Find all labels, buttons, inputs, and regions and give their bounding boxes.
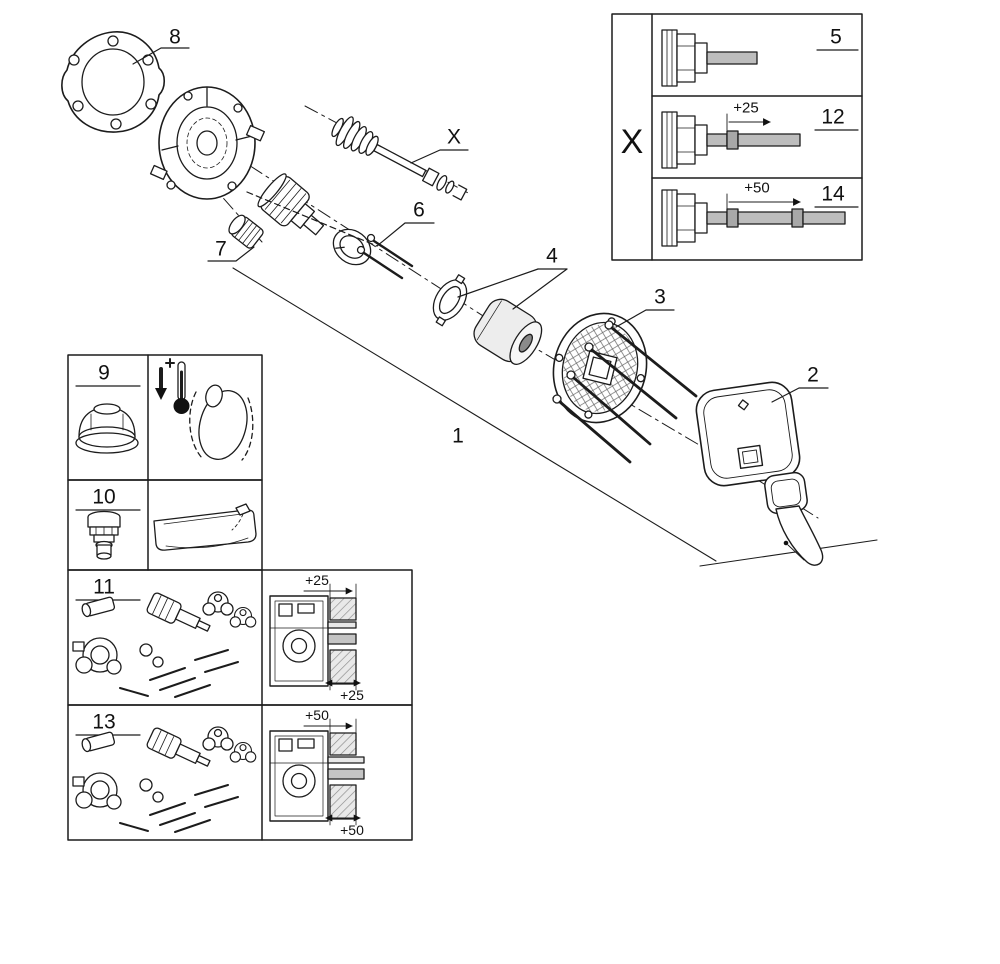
connector-drawing	[87, 510, 121, 560]
extension-shaft-drawing	[331, 116, 468, 201]
box10-number: 10	[92, 485, 116, 509]
temperature-icon	[155, 358, 190, 414]
variant-cartridge-14-drawing	[661, 189, 846, 247]
gasket-ring-drawing	[61, 31, 166, 133]
cartridge-drawing	[257, 173, 325, 236]
assembly-leader-line	[232, 267, 878, 567]
callout-lines	[132, 47, 829, 403]
callout-6: 6	[413, 198, 425, 222]
box13-offset-top: +50	[305, 707, 329, 723]
retaining-ring-drawing	[332, 228, 372, 266]
variant-row-14-offset: +50	[744, 179, 770, 197]
variant-row-12-offset: +25	[733, 99, 759, 117]
variant-cartridge-5-drawing	[661, 29, 758, 87]
box13-number: 13	[92, 710, 116, 734]
variant-box-frame	[611, 13, 863, 261]
variant-25-dimension	[726, 113, 771, 131]
plate-screws-drawing	[552, 320, 698, 464]
cartridge-screws-drawing	[356, 233, 414, 280]
handle-drawing	[764, 471, 824, 566]
cap-drawing	[75, 403, 139, 454]
knob-drawing	[228, 214, 264, 249]
spare-kit-drawing	[72, 591, 257, 698]
callout-8: 8	[169, 25, 181, 49]
box11-offset-bottom: +25	[340, 687, 364, 703]
box11-offset-top: +25	[305, 572, 329, 588]
box13-offset-bottom: +50	[340, 822, 364, 838]
callout-3: 3	[654, 285, 666, 309]
callout-x: X	[446, 125, 462, 149]
rough-in-50-drawing	[269, 718, 365, 826]
variant-number-underlines	[814, 49, 859, 208]
variant-box-title: X	[620, 123, 644, 161]
detail-box-frames	[67, 354, 413, 841]
variant-cartridge-12-drawing	[661, 111, 801, 169]
variant-row-5-number: 5	[830, 25, 842, 49]
sleeve-drawing	[473, 298, 543, 365]
bathtub-drawing	[153, 503, 257, 551]
variant-row-12-number: 12	[821, 105, 845, 129]
lever-drawing	[189, 384, 254, 461]
escutcheon-drawing	[695, 381, 801, 487]
rough-in-25-drawing	[269, 583, 361, 691]
callout-7: 7	[215, 237, 227, 261]
variant-50-dimension	[726, 193, 801, 211]
box11-number: 11	[93, 575, 115, 599]
stop-ring-drawing	[432, 274, 468, 327]
callout-4: 4	[546, 244, 558, 268]
box9-number: 9	[98, 361, 110, 385]
callout-1: 1	[452, 424, 464, 448]
rough-in-housing-drawing	[149, 86, 265, 200]
variant-row-14-number: 14	[821, 182, 845, 206]
callout-2: 2	[807, 363, 819, 387]
mounting-plate-drawing	[552, 312, 648, 424]
